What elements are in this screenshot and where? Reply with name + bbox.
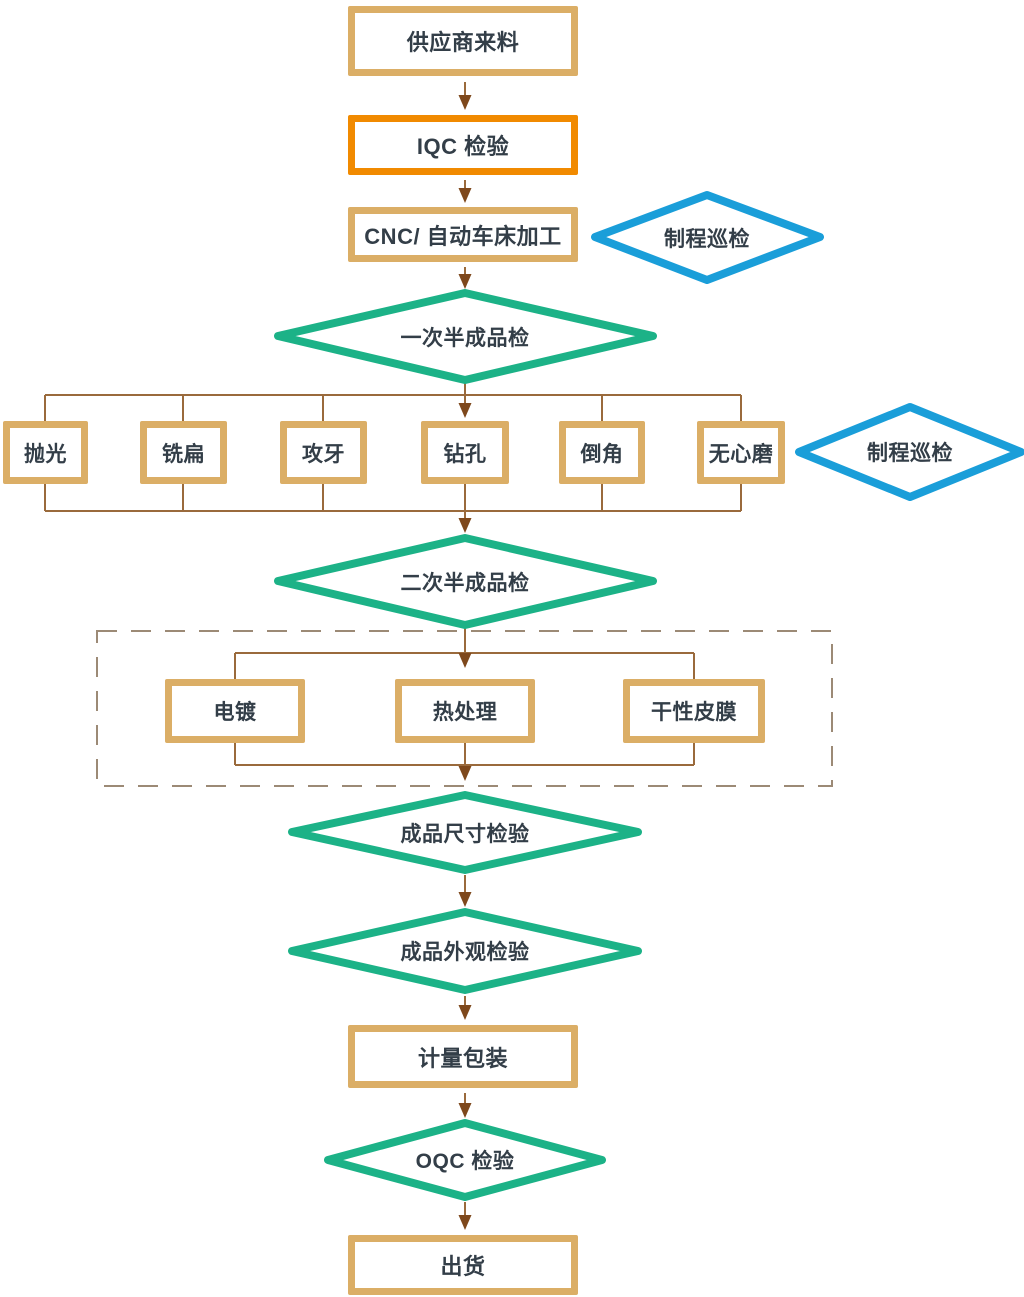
diamond-process-patrol-2 [795,403,1024,501]
node-polishing: 抛光 [3,421,88,484]
node-counting-packaging: 计量包装 [348,1025,578,1088]
node-label: CNC/ 自动车床加工 [364,223,562,249]
diamond-label-dimension-inspection: 成品尺寸检验 [400,823,530,846]
arrow-down-icon [458,892,472,907]
node-label: 电镀 [213,701,257,724]
outsource-group-border [96,630,833,787]
arrow-down-icon [458,274,472,289]
node-label: 无心磨 [708,442,774,466]
diamond-process-patrol-1 [591,191,824,284]
node-label: 供应商来料 [406,30,520,55]
node-dry-film-coating: 干性皮膜 [623,679,765,743]
diamond-label-second-semi-inspection: 二次半成品检 [400,572,530,595]
arrow-down-icon [458,95,472,110]
node-tapping: 攻牙 [280,421,367,484]
arrow-down-icon [458,518,472,533]
node-electroplating: 电镀 [165,679,305,743]
diamond-label-process-patrol-2: 制程巡检 [867,442,953,465]
diamond-oqc-inspection [324,1119,606,1201]
node-label: 计量包装 [417,1045,508,1071]
node-cnc-machining: CNC/ 自动车床加工 [348,207,578,262]
node-label: 干性皮膜 [651,701,737,724]
node-label: 热处理 [432,701,498,724]
arrow-down-icon [458,653,472,668]
arrow-down-icon [458,766,472,781]
arrow-down-icon [458,188,472,203]
diamond-label-process-patrol-1: 制程巡检 [664,228,750,251]
diamond-first-semi-inspection [274,289,657,384]
node-chamfering: 倒角 [559,421,645,484]
node-label: 倒角 [580,442,624,466]
node-supplier-incoming: 供应商来料 [348,6,578,76]
diamond-appearance-inspection [288,908,642,994]
arrow-down-icon [458,1005,472,1020]
diamond-label-first-semi-inspection: 一次半成品检 [400,327,530,350]
node-drilling: 钻孔 [421,421,509,484]
node-label: 钻孔 [443,442,487,466]
node-centerless-grinding: 无心磨 [697,421,785,484]
node-label: 抛光 [24,442,67,466]
node-label: 攻牙 [302,442,345,466]
diamond-dimension-inspection [288,791,642,874]
node-flat-milling: 铣扁 [140,421,227,484]
node-shipping: 出货 [348,1235,578,1295]
node-label: 铣扁 [162,442,205,466]
node-iqc-inspection: IQC 检验 [348,115,578,175]
arrow-down-icon [458,1103,472,1118]
diamond-label-appearance-inspection: 成品外观检验 [400,941,530,964]
node-label: 出货 [440,1254,486,1279]
arrow-down-icon [458,403,472,418]
arrow-down-icon [458,1215,472,1230]
node-heat-treatment: 热处理 [395,679,535,743]
node-label: IQC 检验 [416,134,510,159]
diamond-label-oqc-inspection: OQC 检验 [415,1150,515,1173]
diamond-second-semi-inspection [274,534,657,629]
